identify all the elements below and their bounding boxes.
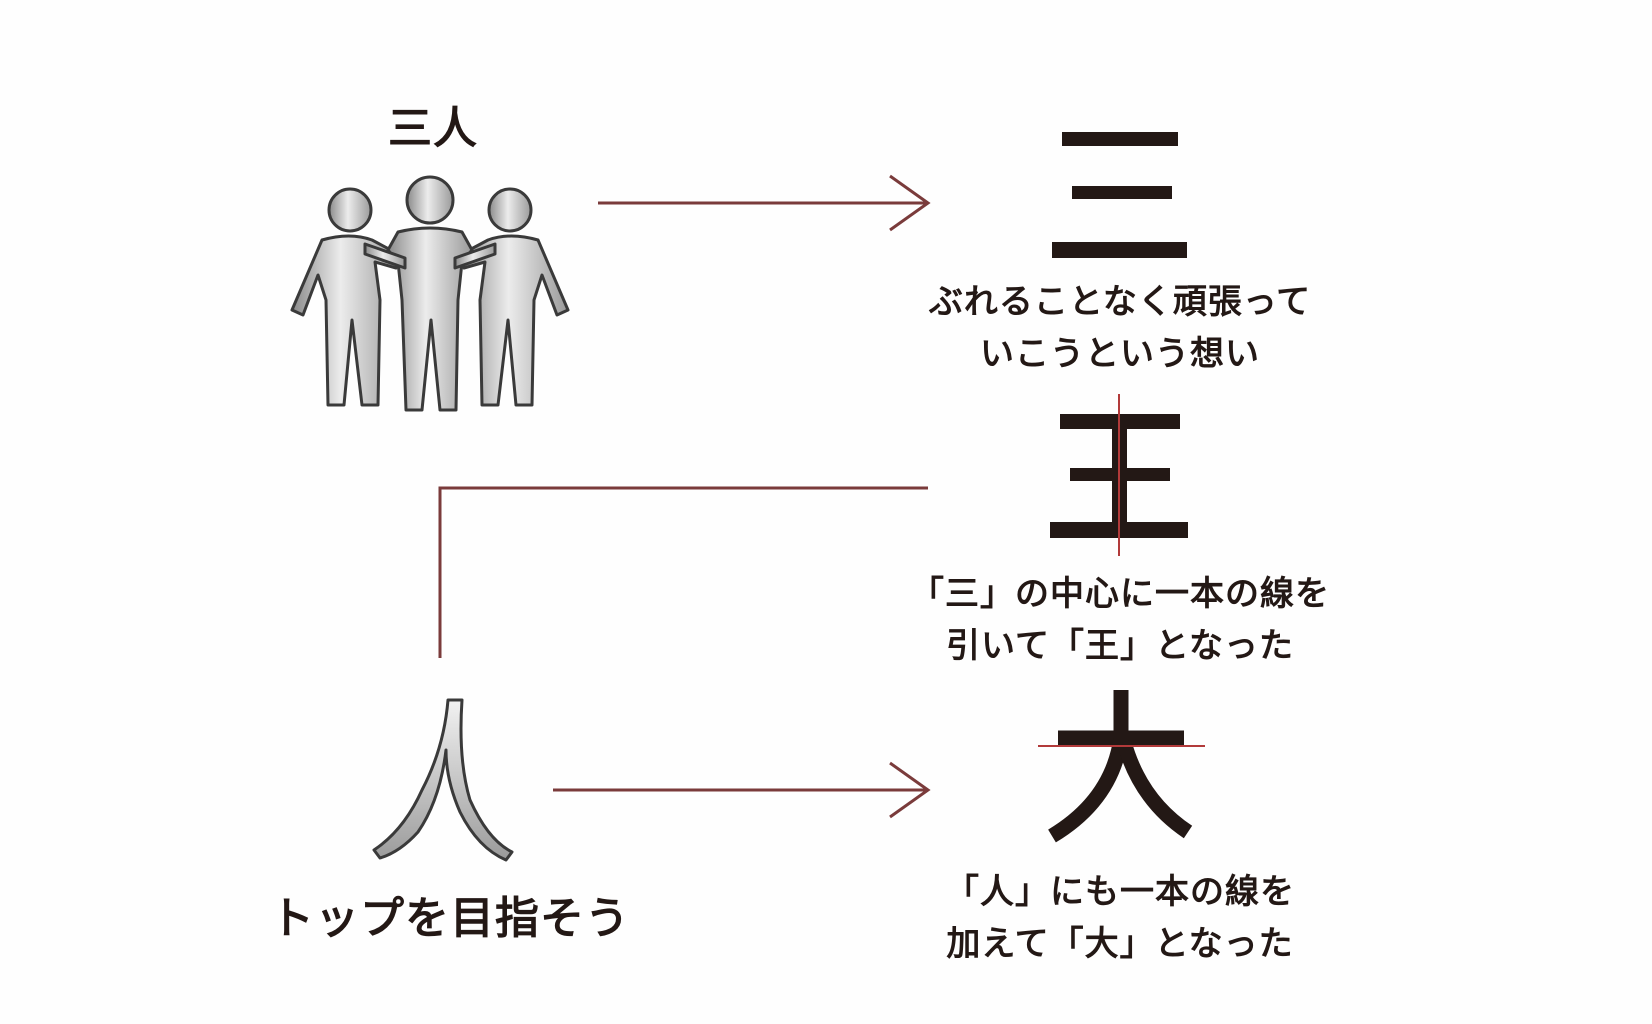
person-caption: トップを目指そう	[270, 893, 630, 944]
san-char-text: 三	[1040, 116, 1200, 276]
ou-kanji-glyph	[1050, 394, 1188, 556]
san-kanji-glyph	[1052, 132, 1187, 258]
ou-char-text: 王	[1040, 396, 1200, 556]
ou-caption-line-2: 引いて「王」となった	[946, 626, 1294, 666]
arrow-right-icon	[553, 761, 931, 819]
dai-char-text: 大	[1040, 686, 1200, 846]
dai-kanji-glyph	[1038, 690, 1205, 843]
arrow-right-icon	[598, 174, 931, 232]
dai-caption: 「人」にも一本の線を 加えて「大」となった	[900, 866, 1340, 970]
elbow-connector	[438, 486, 928, 658]
san-caption: ぶれることなく頑張って いこうという想い	[900, 276, 1340, 380]
person-char-text: 人	[386, 694, 506, 864]
three-people-icon	[290, 175, 570, 412]
san-caption-line-1: ぶれることなく頑張って	[928, 282, 1312, 322]
group-label: 三人	[388, 103, 478, 154]
person-kanji-icon	[372, 698, 514, 862]
dai-caption-line-1: 「人」にも一本の線を	[945, 872, 1295, 912]
ou-caption-line-1: 「三」の中心に一本の線を	[910, 574, 1330, 614]
dai-caption-line-2: 加えて「大」となった	[946, 924, 1294, 964]
san-caption-line-2: いこうという想い	[980, 334, 1260, 374]
ou-caption: 「三」の中心に一本の線を 引いて「王」となった	[880, 568, 1360, 672]
